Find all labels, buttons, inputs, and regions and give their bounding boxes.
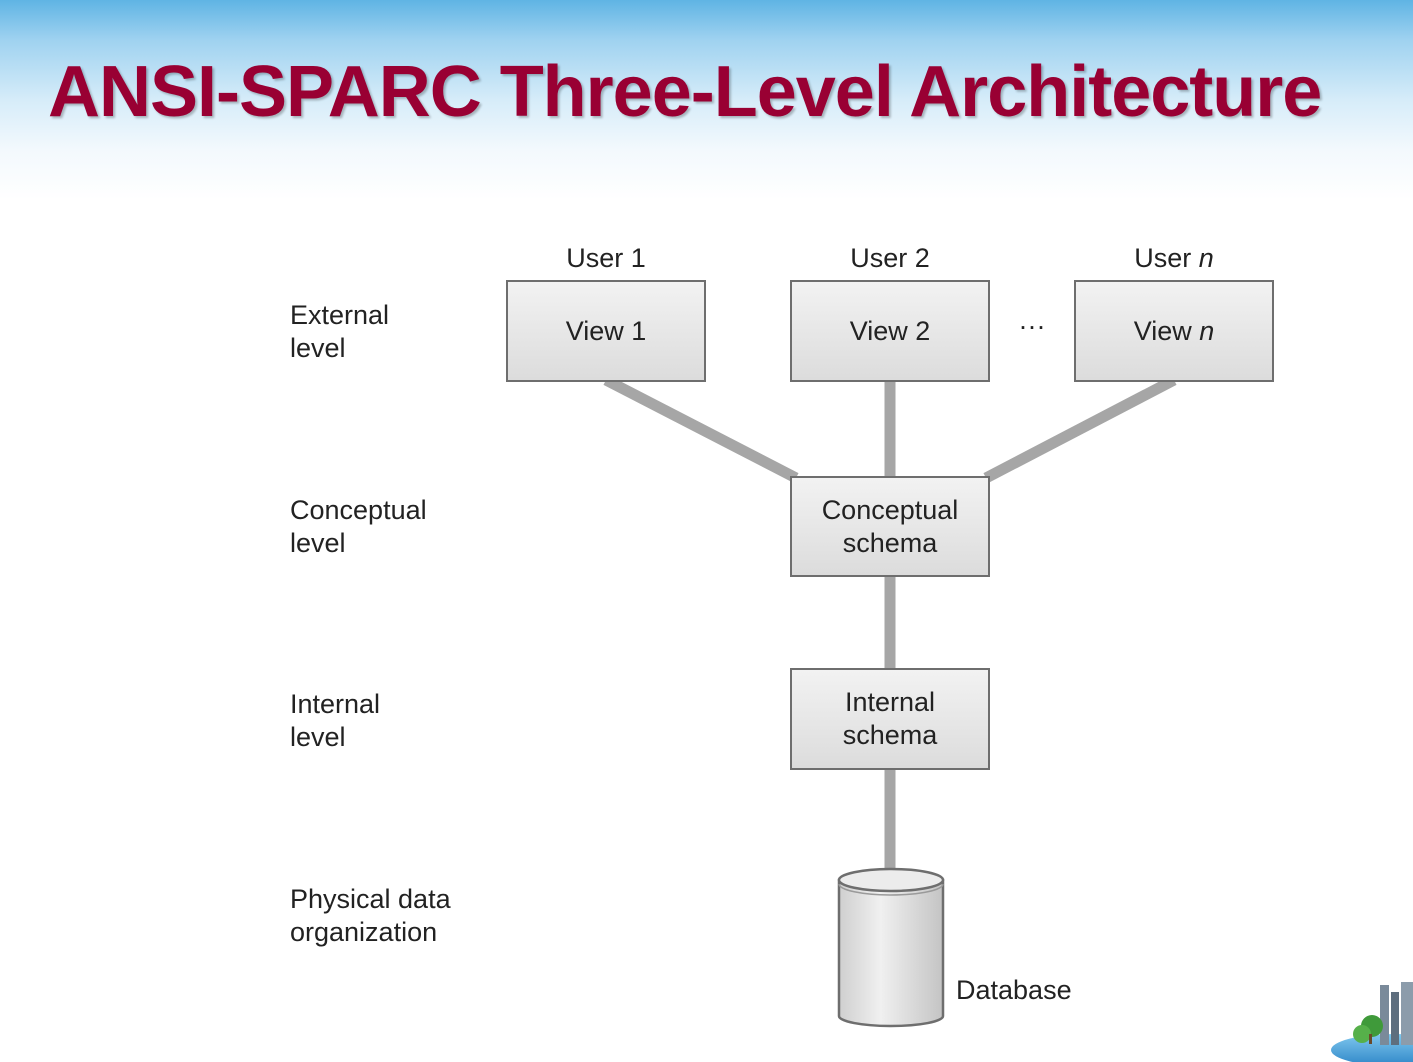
view-2-box: View 2 <box>790 280 990 382</box>
view-1-prefix: View <box>566 316 632 346</box>
view-n-prefix: View <box>1134 316 1200 346</box>
internal-schema-line1: Internal <box>845 687 935 717</box>
city-logo-icon <box>1331 982 1413 1062</box>
user-1-label-prefix: User <box>566 243 631 273</box>
conceptual-schema-line1: Conceptual <box>822 495 959 525</box>
view-2-prefix: View <box>850 316 916 346</box>
views-ellipsis: ··· <box>1010 310 1054 343</box>
view-n-number: n <box>1199 316 1214 346</box>
internal-schema-line2: schema <box>843 720 938 750</box>
conceptual-schema-line2: schema <box>843 528 938 558</box>
connector-viewn-conceptual <box>986 380 1174 478</box>
conceptual-level-label: Conceptual level <box>290 494 530 560</box>
view-1-box-text: View 1 <box>516 315 696 348</box>
physical-level-label-line1: Physical data <box>290 884 451 914</box>
connector-view1-conceptual <box>606 380 796 478</box>
view-n-box-text: View n <box>1084 315 1264 348</box>
physical-level-label-line2: organization <box>290 917 437 947</box>
user-n-label-number: n <box>1199 243 1214 273</box>
conceptual-schema-box: Conceptual schema <box>790 476 990 577</box>
user-n-label-prefix: User <box>1134 243 1199 273</box>
view-2-number: 2 <box>915 316 930 346</box>
internal-level-label-line1: Internal <box>290 689 380 719</box>
external-level-label-line1: External <box>290 300 389 330</box>
user-n-label: User n <box>1074 242 1274 275</box>
database-cylinder-icon <box>839 869 943 1026</box>
conceptual-level-label-line2: level <box>290 528 346 558</box>
user-2-label-number: 2 <box>915 243 930 273</box>
view-1-number: 1 <box>631 316 646 346</box>
user-2-label-prefix: User <box>850 243 915 273</box>
user-2-label: User 2 <box>790 242 990 275</box>
user-1-label-number: 1 <box>631 243 646 273</box>
conceptual-schema-text: Conceptual schema <box>800 494 980 560</box>
internal-level-label: Internal level <box>290 688 530 754</box>
external-level-label: External level <box>290 299 530 365</box>
internal-level-label-line2: level <box>290 722 346 752</box>
connector-lines <box>606 380 1174 870</box>
internal-schema-box: Internal schema <box>790 668 990 770</box>
view-2-box-text: View 2 <box>800 315 980 348</box>
conceptual-level-label-line1: Conceptual <box>290 495 427 525</box>
view-n-box: View n <box>1074 280 1274 382</box>
view-1-box: View 1 <box>506 280 706 382</box>
internal-schema-text: Internal schema <box>800 686 980 752</box>
external-level-label-line2: level <box>290 333 346 363</box>
physical-level-label: Physical data organization <box>290 883 530 949</box>
database-label: Database <box>956 974 1072 1007</box>
user-1-label: User 1 <box>506 242 706 275</box>
